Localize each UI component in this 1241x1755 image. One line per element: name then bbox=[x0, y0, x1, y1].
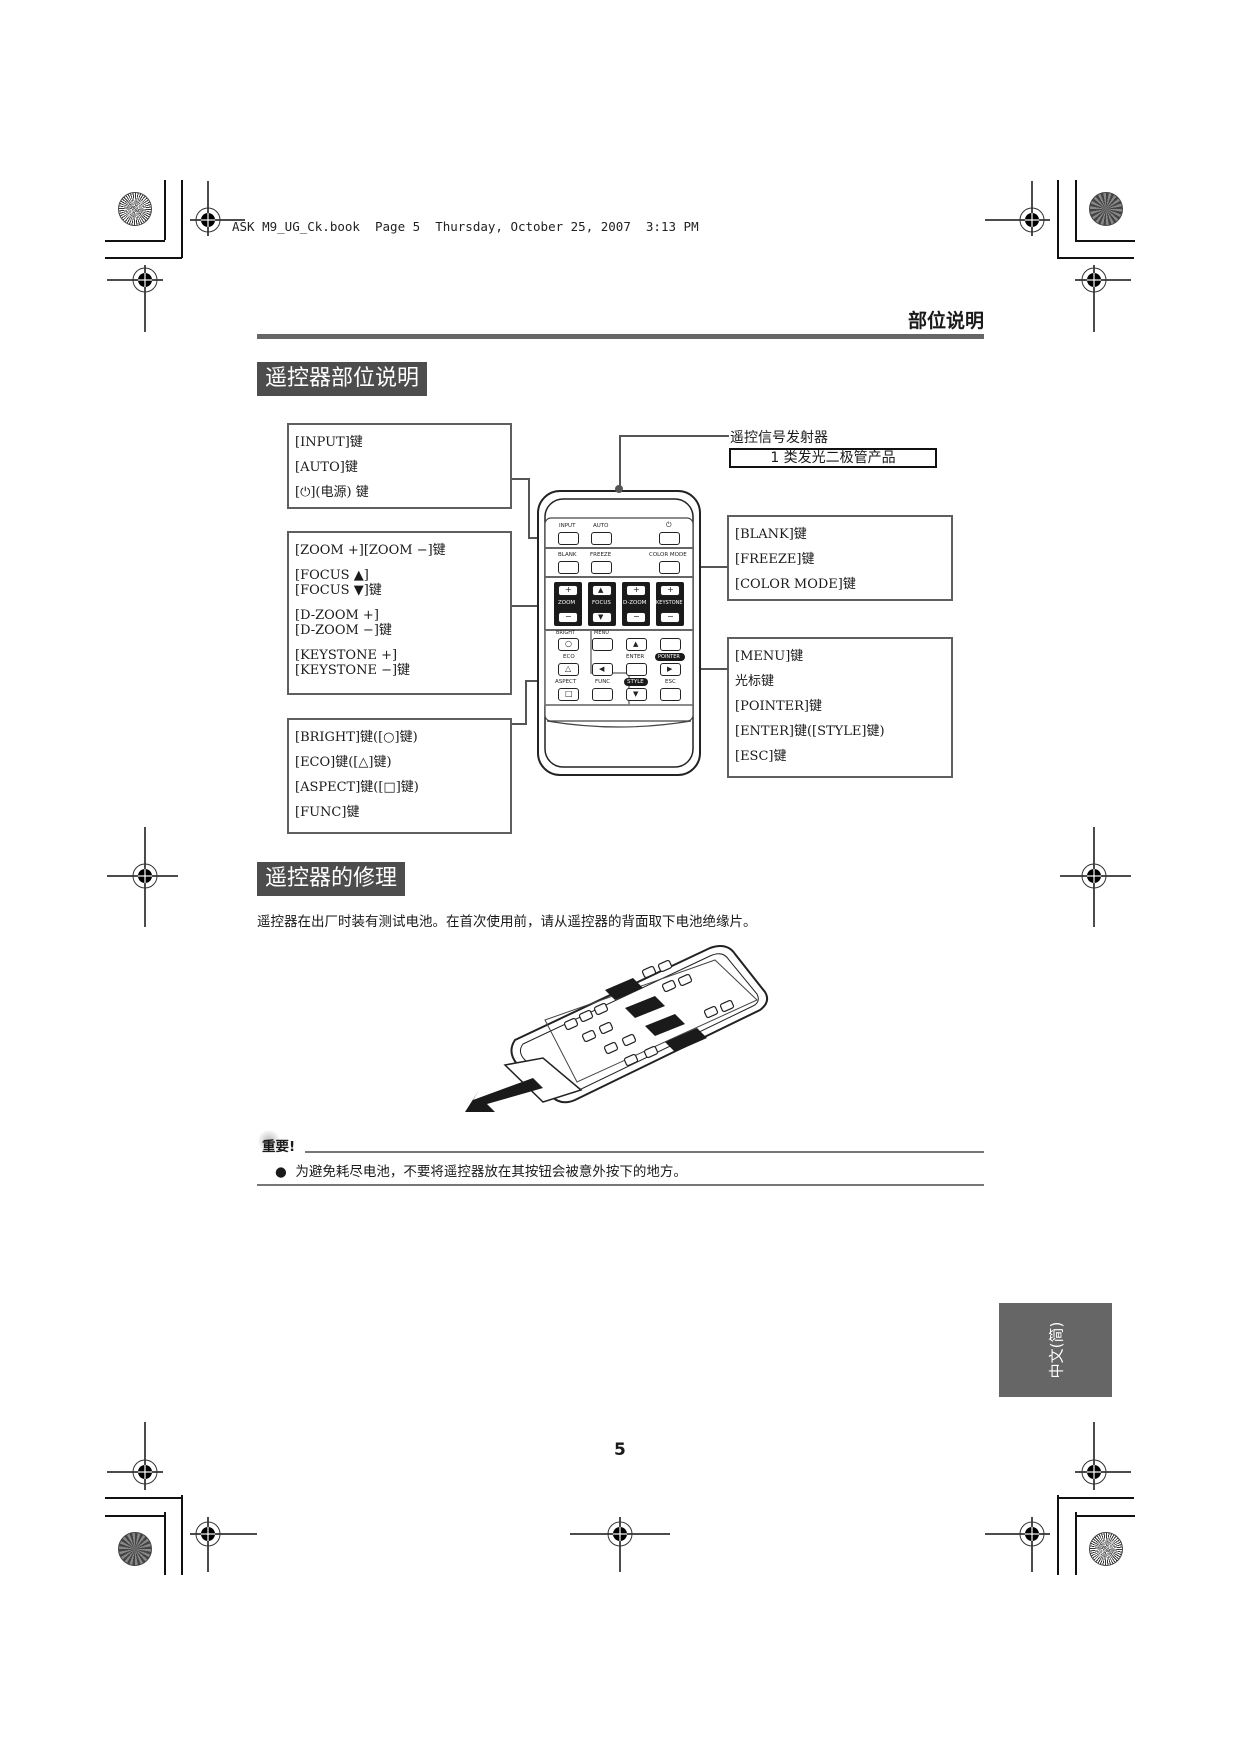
important-item: ● 为避免耗尽电池，不要将遥控器放在其按钮会被意外按下的地方。 bbox=[275, 1164, 687, 1180]
callout-row: [BLANK]键 bbox=[735, 527, 807, 542]
callout-row: [FREEZE]键 bbox=[735, 552, 815, 567]
callout-row: [ENTER]键([STYLE]键) bbox=[735, 724, 885, 739]
color-rosette-icon bbox=[118, 192, 152, 226]
callout-row: [ESC]键 bbox=[735, 749, 787, 764]
callout-row: [MENU]键 bbox=[735, 649, 804, 664]
remote-freeze-button bbox=[591, 561, 612, 574]
remote-up-button bbox=[626, 638, 647, 651]
remote-blank-button bbox=[558, 561, 579, 574]
page-number: 5 bbox=[614, 1440, 626, 1460]
section-heading-remote-parts: 遥控器部位说明 bbox=[257, 362, 428, 396]
remote-eco-button bbox=[558, 663, 579, 676]
chapter-rule bbox=[257, 334, 984, 339]
led-class-label: 1 类发光二极管产品 bbox=[729, 448, 937, 468]
callout-bright-eco-aspect-func: [BRIGHT]键([○]键) [ECO]键([△]键) [ASPECT]键([… bbox=[287, 718, 512, 834]
callout-zoom-focus-dzoom-keystone: [ZOOM +][ZOOM −]键 [FOCUS ▲] [FOCUS ▼]键 [… bbox=[287, 531, 512, 695]
remote-aspect-button bbox=[558, 688, 579, 701]
color-rosette-icon bbox=[1089, 192, 1123, 226]
color-rosette-icon bbox=[1089, 1532, 1123, 1566]
section-heading-remote-care: 遥控器的修理 bbox=[257, 862, 406, 896]
callout-row: [POINTER]键 bbox=[735, 699, 823, 714]
remote-front-diagram: INPUT AUTO ⏻ BLANK FREEZE COLOR MODE + ▲… bbox=[537, 485, 701, 777]
callout-menu-cursor-pointer-enter-esc: [MENU]键 光标键 [POINTER]键 [ENTER]键([STYLE]键… bbox=[727, 637, 953, 778]
bullet-icon: ● bbox=[275, 1164, 296, 1180]
emitter-label: 遥控信号发射器 bbox=[730, 430, 828, 446]
callout-input-auto-power: [INPUT]键 [AUTO]键 [⏻](电源) 键 bbox=[287, 423, 512, 509]
color-rosette-icon bbox=[118, 1532, 152, 1566]
remote-esc-button bbox=[660, 688, 681, 701]
callout-row: [INPUT]键 bbox=[295, 435, 363, 450]
callout-row: [FUNC]键 bbox=[295, 805, 360, 820]
remote-input-button bbox=[558, 532, 579, 545]
remote-enter-button bbox=[626, 663, 647, 676]
section-body-text: 遥控器在出厂时装有测试电池。在首次使用前，请从遥控器的背面取下电池绝缘片。 bbox=[257, 914, 757, 930]
callout-row: 光标键 bbox=[735, 674, 775, 689]
callout-row: [FOCUS ▲] [FOCUS ▼]键 bbox=[295, 568, 382, 598]
print-header-line: ASK M9_UG_Ck.book Page 5 Thursday, Octob… bbox=[232, 219, 699, 234]
remote-bright-button bbox=[558, 638, 579, 651]
callout-row: [⏻](电源) 键 bbox=[295, 485, 369, 500]
callout-row: [ZOOM +][ZOOM −]键 bbox=[295, 543, 446, 558]
language-tab: 中文(简) bbox=[999, 1303, 1112, 1397]
callout-row: [ECO]键([△]键) bbox=[295, 755, 392, 770]
remote-auto-button bbox=[591, 532, 612, 545]
important-top-rule bbox=[305, 1151, 984, 1153]
important-bottom-rule bbox=[257, 1184, 984, 1186]
callout-row: [AUTO]键 bbox=[295, 460, 358, 475]
remote-battery-removal-illustration bbox=[465, 945, 769, 1112]
callout-row: [D-ZOOM +] [D-ZOOM −]键 bbox=[295, 608, 392, 638]
callout-row: [BRIGHT]键([○]键) bbox=[295, 730, 418, 745]
chapter-title: 部位说明 bbox=[907, 310, 984, 332]
callout-row: [KEYSTONE +] [KEYSTONE −]键 bbox=[295, 648, 411, 678]
remote-down-button bbox=[626, 688, 647, 701]
remote-color-mode-button bbox=[659, 561, 680, 574]
important-glow-icon bbox=[258, 1130, 280, 1152]
callout-blank-freeze-colormode: [BLANK]键 [FREEZE]键 [COLOR MODE]键 bbox=[727, 515, 953, 601]
callout-row: [ASPECT]键([□]键) bbox=[295, 780, 419, 795]
callout-row: [COLOR MODE]键 bbox=[735, 577, 856, 592]
remote-func-button bbox=[592, 688, 613, 701]
remote-left-button bbox=[592, 663, 613, 676]
important-label: 重要! bbox=[262, 1139, 296, 1155]
remote-power-button bbox=[659, 532, 680, 545]
remote-menu-button bbox=[592, 638, 613, 651]
remote-pointer-button bbox=[660, 663, 681, 676]
